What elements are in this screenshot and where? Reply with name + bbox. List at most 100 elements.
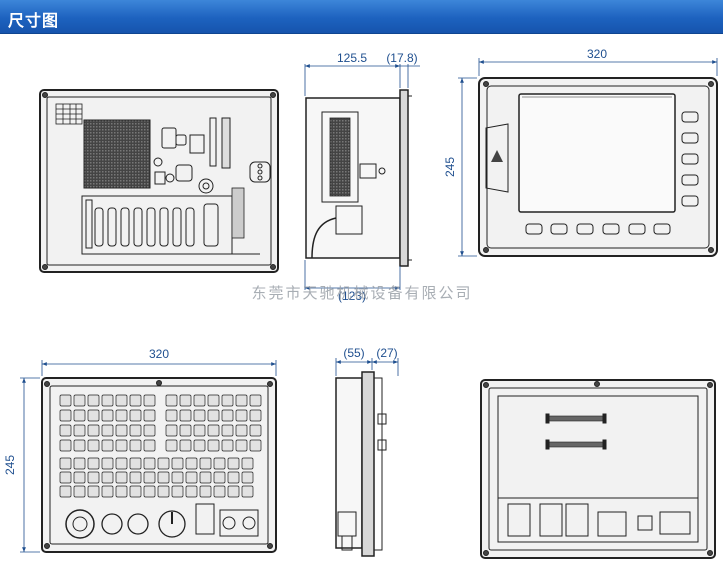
keyboard-key bbox=[235, 424, 248, 437]
dimension-label: 320 bbox=[587, 47, 607, 61]
keyboard-key bbox=[129, 485, 142, 498]
keyboard-key bbox=[73, 394, 86, 407]
dimension-label: 125.5 bbox=[337, 51, 367, 65]
dimension-label: (55) bbox=[343, 346, 364, 360]
keyboard-key bbox=[213, 485, 226, 498]
keyboard-key bbox=[87, 439, 100, 452]
keyboard-key bbox=[129, 409, 142, 422]
keyboard-key bbox=[59, 457, 72, 470]
keyboard-key bbox=[193, 439, 206, 452]
front-view-keyboard bbox=[41, 377, 277, 553]
keyboard-key bbox=[165, 394, 178, 407]
keyboard-key bbox=[199, 485, 212, 498]
keyboard-key bbox=[115, 409, 128, 422]
keyboard-key bbox=[179, 409, 192, 422]
keyboard-key bbox=[207, 439, 220, 452]
keyboard-key bbox=[249, 424, 262, 437]
keyboard-key bbox=[143, 394, 156, 407]
keyboard-key bbox=[165, 424, 178, 437]
keyboard-key bbox=[193, 424, 206, 437]
keyboard-key bbox=[59, 439, 72, 452]
side-view-controller bbox=[305, 89, 412, 267]
keyboard-key bbox=[241, 457, 254, 470]
keyboard-key bbox=[115, 394, 128, 407]
keyboard-key bbox=[171, 457, 184, 470]
keyboard-key bbox=[143, 457, 156, 470]
keyboard-key bbox=[185, 485, 198, 498]
dimension-label: 320 bbox=[149, 347, 169, 361]
keyboard-key bbox=[101, 394, 114, 407]
keyboard-key bbox=[185, 471, 198, 484]
rear-view-controller bbox=[39, 89, 279, 273]
keyboard-key bbox=[157, 457, 170, 470]
watermark-text: 东莞市天驰机械设备有限公司 bbox=[251, 284, 472, 302]
keyboard-key bbox=[73, 485, 86, 498]
keyboard-key bbox=[115, 439, 128, 452]
keyboard-key bbox=[241, 471, 254, 484]
keyboard-key bbox=[213, 457, 226, 470]
keyboard-key bbox=[129, 457, 142, 470]
keyboard-key bbox=[249, 439, 262, 452]
keyboard-key bbox=[129, 394, 142, 407]
keyboard-key bbox=[73, 424, 86, 437]
keyboard-key bbox=[157, 471, 170, 484]
keyboard-key bbox=[73, 471, 86, 484]
keyboard-key bbox=[227, 457, 240, 470]
keyboard-key bbox=[129, 471, 142, 484]
keyboard-key bbox=[249, 394, 262, 407]
dimension-label: 245 bbox=[443, 157, 457, 177]
keyboard-key bbox=[101, 439, 114, 452]
keyboard-key bbox=[165, 409, 178, 422]
dimension-lines bbox=[20, 58, 718, 553]
keyboard-key bbox=[59, 394, 72, 407]
keyboard-key bbox=[199, 457, 212, 470]
keyboard-key bbox=[185, 457, 198, 470]
dimension-label: (27) bbox=[376, 346, 397, 360]
keyboard-key bbox=[87, 471, 100, 484]
keyboard-key bbox=[101, 424, 114, 437]
keyboard-key bbox=[221, 394, 234, 407]
keyboard-key bbox=[87, 457, 100, 470]
keyboard-key bbox=[165, 439, 178, 452]
rear-view-keyboard bbox=[480, 379, 716, 559]
keyboard-key bbox=[221, 424, 234, 437]
dimension-label: 245 bbox=[3, 455, 17, 475]
keyboard-key bbox=[101, 485, 114, 498]
keyboard-key bbox=[171, 471, 184, 484]
keyboard-key bbox=[73, 457, 86, 470]
dimension-label: (123) bbox=[338, 289, 366, 303]
keyboard-keys bbox=[59, 394, 262, 498]
front-view-display bbox=[478, 77, 718, 257]
keyboard-key bbox=[101, 457, 114, 470]
header-bar: 尺寸图 bbox=[0, 0, 723, 34]
keyboard-key bbox=[227, 471, 240, 484]
keyboard-key bbox=[179, 394, 192, 407]
keyboard-key bbox=[129, 424, 142, 437]
keyboard-key bbox=[221, 409, 234, 422]
keyboard-key bbox=[171, 485, 184, 498]
keyboard-key bbox=[87, 485, 100, 498]
keyboard-key bbox=[73, 409, 86, 422]
keyboard-key bbox=[101, 409, 114, 422]
keyboard-key bbox=[87, 394, 100, 407]
keyboard-key bbox=[207, 394, 220, 407]
keyboard-key bbox=[87, 424, 100, 437]
keyboard-key bbox=[207, 409, 220, 422]
keyboard-key bbox=[221, 439, 234, 452]
keyboard-key bbox=[143, 485, 156, 498]
keyboard-key bbox=[115, 457, 128, 470]
keyboard-key bbox=[193, 409, 206, 422]
keyboard-key bbox=[143, 409, 156, 422]
page-title: 尺寸图 bbox=[8, 11, 60, 30]
keyboard-key bbox=[193, 394, 206, 407]
side-view-keyboard bbox=[335, 371, 387, 557]
keyboard-key bbox=[179, 439, 192, 452]
keyboard-key bbox=[59, 409, 72, 422]
keyboard-key bbox=[87, 409, 100, 422]
keyboard-key bbox=[143, 439, 156, 452]
keyboard-key bbox=[213, 471, 226, 484]
keyboard-key bbox=[199, 471, 212, 484]
keyboard-key bbox=[235, 439, 248, 452]
keyboard-key bbox=[129, 439, 142, 452]
keyboard-key bbox=[73, 439, 86, 452]
